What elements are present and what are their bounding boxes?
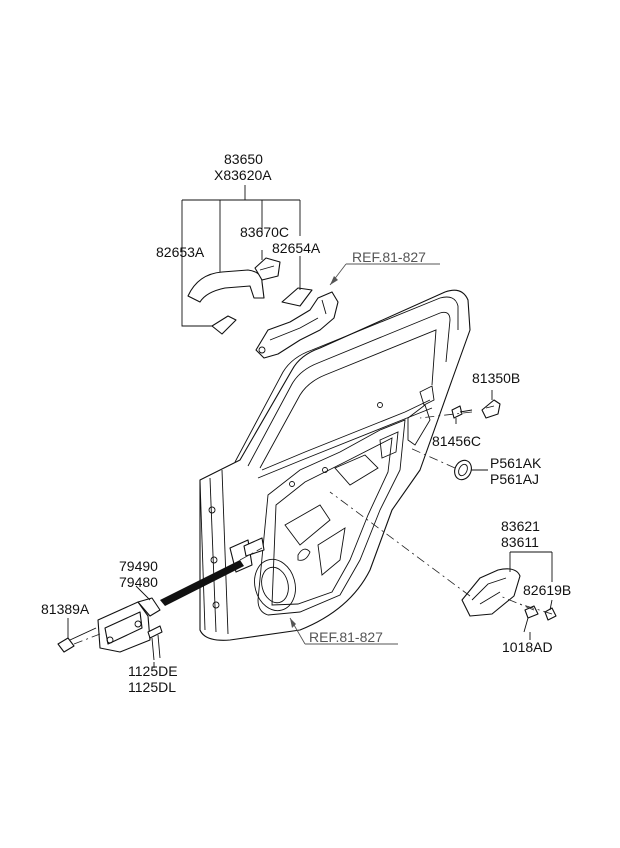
label-82619b: 82619B [523, 582, 571, 598]
label-79480: 79480 [119, 574, 158, 590]
outside-handle-frame [255, 291, 339, 359]
label-83670c: 83670C [240, 224, 289, 240]
bolt-1125de [147, 625, 163, 661]
leader-lines [67, 185, 553, 668]
label-x83620a: X83620A [214, 167, 272, 183]
label-83621: 83621 [501, 518, 540, 534]
label-83650: 83650 [224, 151, 263, 167]
label-82654a: 82654A [272, 240, 321, 256]
label-p561ak: P561AK [490, 455, 542, 471]
cap-82619b [544, 607, 557, 621]
cylinder-cover-83670c [254, 257, 281, 281]
inside-handle-assembly [461, 568, 521, 617]
pad-82654a [281, 287, 313, 307]
label-ref-bottom: REF.81-827 [309, 629, 383, 645]
alignment-lines [73, 411, 553, 645]
label-ref-top: REF.81-827 [352, 249, 426, 265]
door-check-assembly [97, 560, 244, 653]
label-81350b: 81350B [472, 370, 520, 386]
part-labels: 83650 X83620A 82653A 83670C 82654A REF.8… [41, 151, 571, 695]
bolt-81389a [57, 627, 97, 653]
label-1125dl: 1125DL [128, 679, 176, 695]
label-81389a: 81389A [41, 601, 90, 617]
rear-door-panel [199, 289, 471, 641]
label-1018ad: 1018AD [502, 639, 553, 655]
label-81456c: 81456C [432, 433, 481, 449]
label-p561aj: P561AJ [490, 471, 539, 487]
clip-81350b [481, 399, 501, 419]
label-1125de: 1125DE [128, 663, 178, 679]
screw-81456c [451, 405, 473, 419]
label-82653a: 82653A [156, 244, 205, 260]
screw-1018ad [523, 605, 539, 633]
label-79490: 79490 [119, 558, 158, 574]
clip-p561ak [454, 459, 472, 481]
outside-handle-82653a [187, 269, 265, 335]
label-83611: 83611 [501, 534, 539, 550]
